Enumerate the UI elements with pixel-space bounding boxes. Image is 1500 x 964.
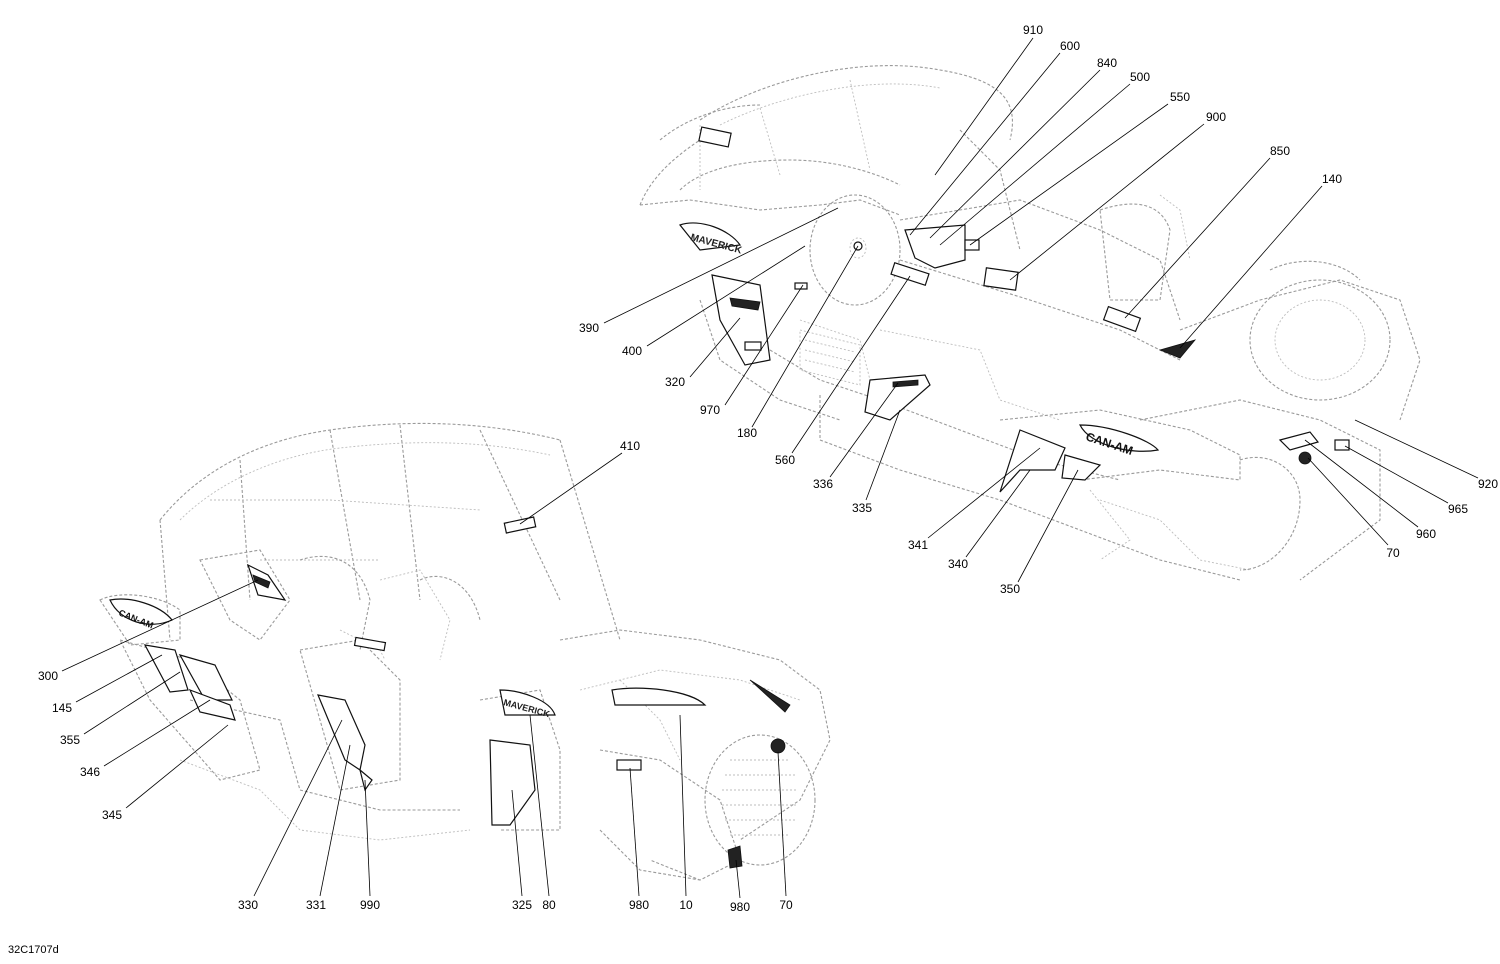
leader-lines: [61, 37, 1479, 899]
callout-70b: 70: [779, 898, 793, 912]
callout-180: 180: [736, 426, 758, 440]
callout-550: 550: [1169, 90, 1191, 104]
callout-560: 560: [774, 453, 796, 467]
callout-10: 10: [679, 898, 693, 912]
callout-355: 355: [59, 733, 81, 747]
drawing-id: 32C1707d: [8, 944, 59, 956]
callout-965: 965: [1447, 502, 1469, 516]
callout-80: 80: [542, 898, 556, 912]
callout-335: 335: [851, 501, 873, 515]
callout-70: 70: [1386, 546, 1400, 560]
callout-145: 145: [51, 701, 73, 715]
callout-346: 346: [79, 765, 101, 779]
callout-500: 500: [1129, 70, 1151, 84]
callout-336: 336: [812, 477, 834, 491]
callout-340: 340: [947, 557, 969, 571]
callout-900: 900: [1205, 110, 1227, 124]
callout-350: 350: [999, 582, 1021, 596]
callout-331: 331: [305, 898, 327, 912]
callout-341: 341: [907, 538, 929, 552]
callout-400: 400: [621, 344, 643, 358]
callout-970: 970: [699, 403, 721, 417]
vehicle-front-view: MAVERICK CAN-AM: [639, 65, 1421, 581]
callout-330: 330: [237, 898, 259, 912]
callout-410: 410: [619, 439, 641, 453]
callout-300: 300: [37, 669, 59, 683]
callout-140: 140: [1321, 172, 1343, 186]
callout-600: 600: [1059, 39, 1081, 53]
callout-990: 990: [359, 898, 381, 912]
callout-840: 840: [1096, 56, 1118, 70]
callout-320: 320: [664, 375, 686, 389]
vehicle-rear-view: CAN-AM MAVERICK: [99, 422, 831, 881]
callout-345: 345: [101, 808, 123, 822]
callout-960: 960: [1415, 527, 1437, 541]
callout-980b: 980: [729, 900, 751, 914]
callout-910: 910: [1022, 23, 1044, 37]
callout-980: 980: [628, 898, 650, 912]
callout-325: 325: [511, 898, 533, 912]
callout-390: 390: [578, 321, 600, 335]
callout-920: 920: [1477, 477, 1499, 491]
callout-850: 850: [1269, 144, 1291, 158]
